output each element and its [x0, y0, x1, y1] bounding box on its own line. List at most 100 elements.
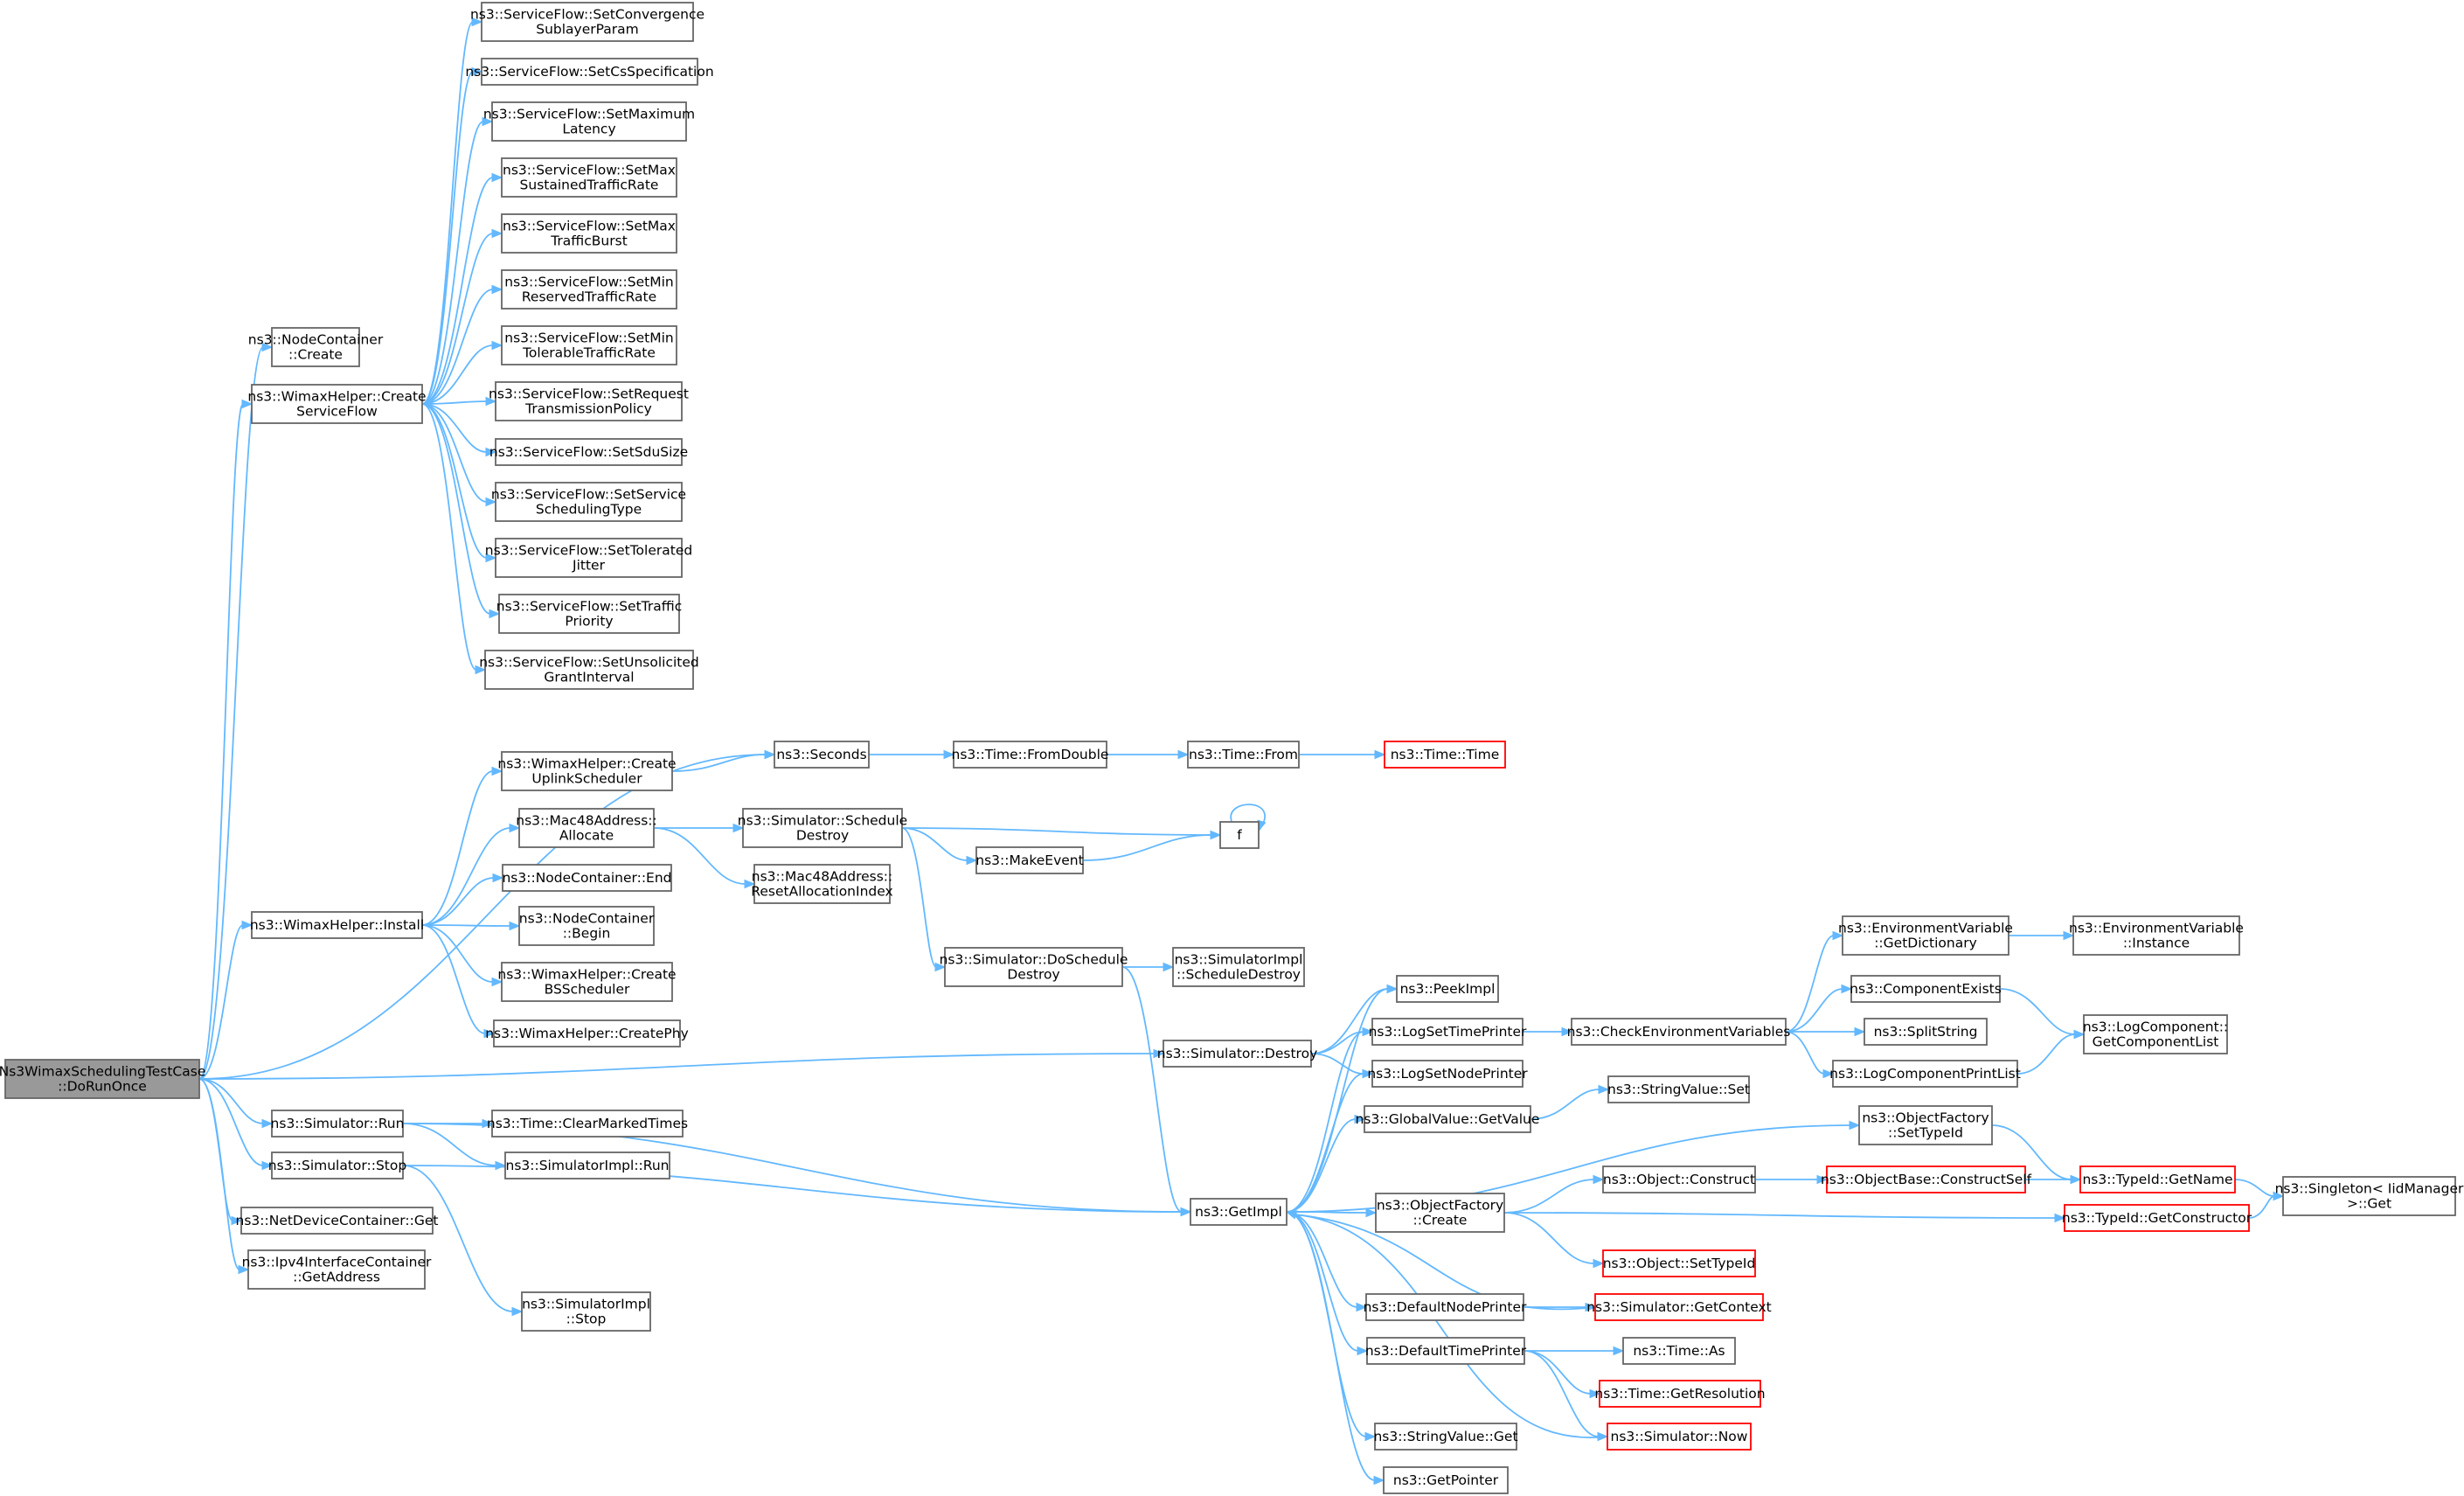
- edge-arrowhead: [764, 749, 776, 760]
- node-gv-getvalue[interactable]: ns3::GlobalValue::GetValue: [1356, 1105, 1540, 1133]
- node-sf-sdu[interactable]: ns3::ServiceFlow::SetSduSize: [489, 438, 688, 466]
- node-time-getres[interactable]: ns3::Time::GetResolution: [1594, 1380, 1766, 1408]
- node-label: ns3::LogComponent::: [2083, 1019, 2228, 1035]
- node-obj-settypeid[interactable]: ns3::Object::SetTypeId: [1602, 1249, 1756, 1277]
- node-sf-minres[interactable]: ns3::ServiceFlow::SetMinReservedTrafficR…: [501, 269, 677, 310]
- node-ndc-get[interactable]: ns3::NetDeviceContainer::Get: [236, 1207, 439, 1235]
- node-log-stp[interactable]: ns3::LogSetTimePrinter: [1369, 1018, 1527, 1046]
- edge-arrowhead: [1374, 749, 1386, 760]
- edge-line: [1503, 1179, 1595, 1214]
- node-of-settypeid[interactable]: ns3::ObjectFactory::SetTypeId: [1858, 1105, 1993, 1145]
- edge-arrowhead: [1589, 1388, 1601, 1399]
- edge-arrowhead: [732, 823, 745, 833]
- node-typeid-getctor[interactable]: ns3::TypeId::GetConstructor: [2062, 1204, 2252, 1232]
- node-box: [1826, 1165, 2026, 1193]
- node-label: ns3::ServiceFlow::SetMaximum: [483, 107, 695, 122]
- node-sf-mintol[interactable]: ns3::ServiceFlow::SetMinTolerableTraffic…: [501, 325, 677, 365]
- node-box: [493, 1019, 681, 1047]
- node-ipv4-getaddr[interactable]: ns3::Ipv4InterfaceContainer::GetAddress: [242, 1249, 432, 1290]
- node-label: ns3::ObjectFactory: [1862, 1110, 1989, 1126]
- node-time-cmt[interactable]: ns3::Time::ClearMarkedTimes: [487, 1110, 688, 1138]
- node-wh-phy[interactable]: ns3::WimaxHelper::CreatePhy: [485, 1019, 689, 1047]
- node-sf-svc[interactable]: ns3::ServiceFlow::SetServiceSchedulingTy…: [491, 482, 686, 522]
- node-simimpl-run[interactable]: ns3::SimulatorImpl::Run: [504, 1152, 670, 1179]
- edge-arrowhead: [934, 962, 947, 972]
- edge-line: [421, 924, 486, 1034]
- node-nc-create[interactable]: ns3::NodeContainer::Create: [248, 327, 384, 367]
- node-box: [1384, 741, 1506, 769]
- node-objbase-cs[interactable]: ns3::ObjectBase::ConstructSelf: [1821, 1165, 2032, 1193]
- node-label: ns3::EnvironmentVariable: [2069, 921, 2244, 936]
- node-peekimpl[interactable]: ns3::PeekImpl: [1396, 975, 1499, 1003]
- node-sim-run[interactable]: ns3::Simulator::Run: [271, 1110, 405, 1138]
- node-simimpl-sd[interactable]: ns3::SimulatorImpl::ScheduleDestroy: [1172, 947, 1305, 987]
- node-sim-sd[interactable]: ns3::Simulator::ScheduleDestroy: [738, 808, 907, 848]
- node-env-instance[interactable]: ns3::EnvironmentVariable::Instance: [2069, 915, 2244, 956]
- node-wh-install[interactable]: ns3::WimaxHelper::Install: [250, 911, 424, 939]
- edge-arrowhead: [489, 609, 501, 619]
- node-lc-gcl[interactable]: ns3::LogComponent::GetComponentList: [2083, 1014, 2228, 1054]
- node-sv-set[interactable]: ns3::StringValue::Set: [1607, 1075, 1750, 1103]
- node-of-create[interactable]: ns3::ObjectFactory::Create: [1375, 1193, 1505, 1233]
- node-typeid-getname[interactable]: ns3::TypeId::GetName: [2079, 1165, 2236, 1193]
- node-label: ns3::ComponentExists: [1850, 981, 2002, 997]
- node-label: ns3::Seconds: [776, 747, 866, 762]
- node-check-env[interactable]: ns3::CheckEnvironmentVariables: [1567, 1018, 1791, 1046]
- node-time-as[interactable]: ns3::Time::As: [1622, 1337, 1736, 1365]
- node-log-cpl[interactable]: ns3::LogComponentPrintList: [1829, 1060, 2021, 1088]
- node-obj-construct[interactable]: ns3::Object::Construct: [1602, 1165, 1756, 1193]
- node-root[interactable]: Ns3WimaxSchedulingTestCase::DoRunOnce: [0, 1059, 205, 1099]
- node-time-time[interactable]: ns3::Time::Time: [1384, 741, 1506, 769]
- node-singleton-get[interactable]: ns3::Singleton< IidManager>::Get: [2275, 1176, 2464, 1216]
- node-sf-conv[interactable]: ns3::ServiceFlow::SetConvergenceSublayer…: [470, 2, 704, 42]
- edge-wh-csf-to-sf-maxlat: [421, 116, 494, 405]
- node-seconds[interactable]: ns3::Seconds: [774, 741, 870, 769]
- node-default-tp[interactable]: ns3::DefaultTimePrinter: [1365, 1337, 1527, 1365]
- node-sv-get[interactable]: ns3::StringValue::Get: [1373, 1423, 1518, 1451]
- edge-line: [901, 827, 968, 861]
- node-time-fd[interactable]: ns3::Time::FromDouble: [952, 741, 1109, 769]
- node-getimpl[interactable]: ns3::GetImpl: [1190, 1198, 1288, 1226]
- node-mac-reset[interactable]: ns3::Mac48Address::ResetAllocationIndex: [751, 864, 893, 904]
- node-mac-alloc[interactable]: ns3::Mac48Address::Allocate: [516, 808, 657, 848]
- node-sim-stop[interactable]: ns3::Simulator::Stop: [268, 1152, 406, 1179]
- node-nc-begin[interactable]: ns3::NodeContainer::Begin: [518, 906, 655, 946]
- node-sim-now[interactable]: ns3::Simulator::Now: [1607, 1423, 1752, 1451]
- node-sf-cs[interactable]: ns3::ServiceFlow::SetCsSpecification: [465, 58, 714, 86]
- node-comp-exists[interactable]: ns3::ComponentExists: [1850, 975, 2002, 1003]
- node-sim-destroy[interactable]: ns3::Simulator::Destroy: [1157, 1040, 1318, 1068]
- node-sf-ugi[interactable]: ns3::ServiceFlow::SetUnsolicitedGrantInt…: [479, 650, 699, 690]
- node-label: ns3::Object::SetTypeId: [1603, 1256, 1756, 1271]
- node-box: [1602, 1249, 1756, 1277]
- node-sf-maxsus[interactable]: ns3::ServiceFlow::SetMaxSustainedTraffic…: [501, 157, 677, 198]
- node-simimpl-stop[interactable]: ns3::SimulatorImpl::Stop: [521, 1291, 651, 1332]
- node-label: ns3::Simulator::DoSchedule: [940, 952, 1128, 968]
- node-box: [2083, 1014, 2228, 1054]
- edge-wh-csf-to-sf-sdu: [421, 403, 497, 457]
- node-log-snp[interactable]: ns3::LogSetNodePrinter: [1367, 1060, 1528, 1088]
- node-f[interactable]: f: [1219, 821, 1260, 849]
- node-label: ns3::ServiceFlow::SetMax: [503, 219, 676, 234]
- node-split-string[interactable]: ns3::SplitString: [1864, 1018, 1988, 1046]
- node-make-event[interactable]: ns3::MakeEvent: [975, 846, 1084, 874]
- edge-line: [901, 827, 937, 968]
- node-box: [774, 741, 870, 769]
- node-default-np[interactable]: ns3::DefaultNodePrinter: [1364, 1293, 1527, 1321]
- node-label: ns3::WimaxHelper::Create: [497, 756, 676, 772]
- node-label: ns3::ServiceFlow::SetTolerated: [485, 543, 692, 559]
- node-sim-getctx[interactable]: ns3::Simulator::GetContext: [1586, 1293, 1772, 1321]
- node-env-getdict[interactable]: ns3::EnvironmentVariable::GetDictionary: [1838, 915, 2013, 956]
- node-time-from[interactable]: ns3::Time::From: [1187, 741, 1300, 769]
- node-sf-req[interactable]: ns3::ServiceFlow::SetRequestTransmission…: [489, 381, 689, 421]
- node-box: [501, 269, 677, 310]
- node-nc-end[interactable]: ns3::NodeContainer::End: [502, 864, 672, 892]
- node-getpointer[interactable]: ns3::GetPointer: [1383, 1466, 1509, 1494]
